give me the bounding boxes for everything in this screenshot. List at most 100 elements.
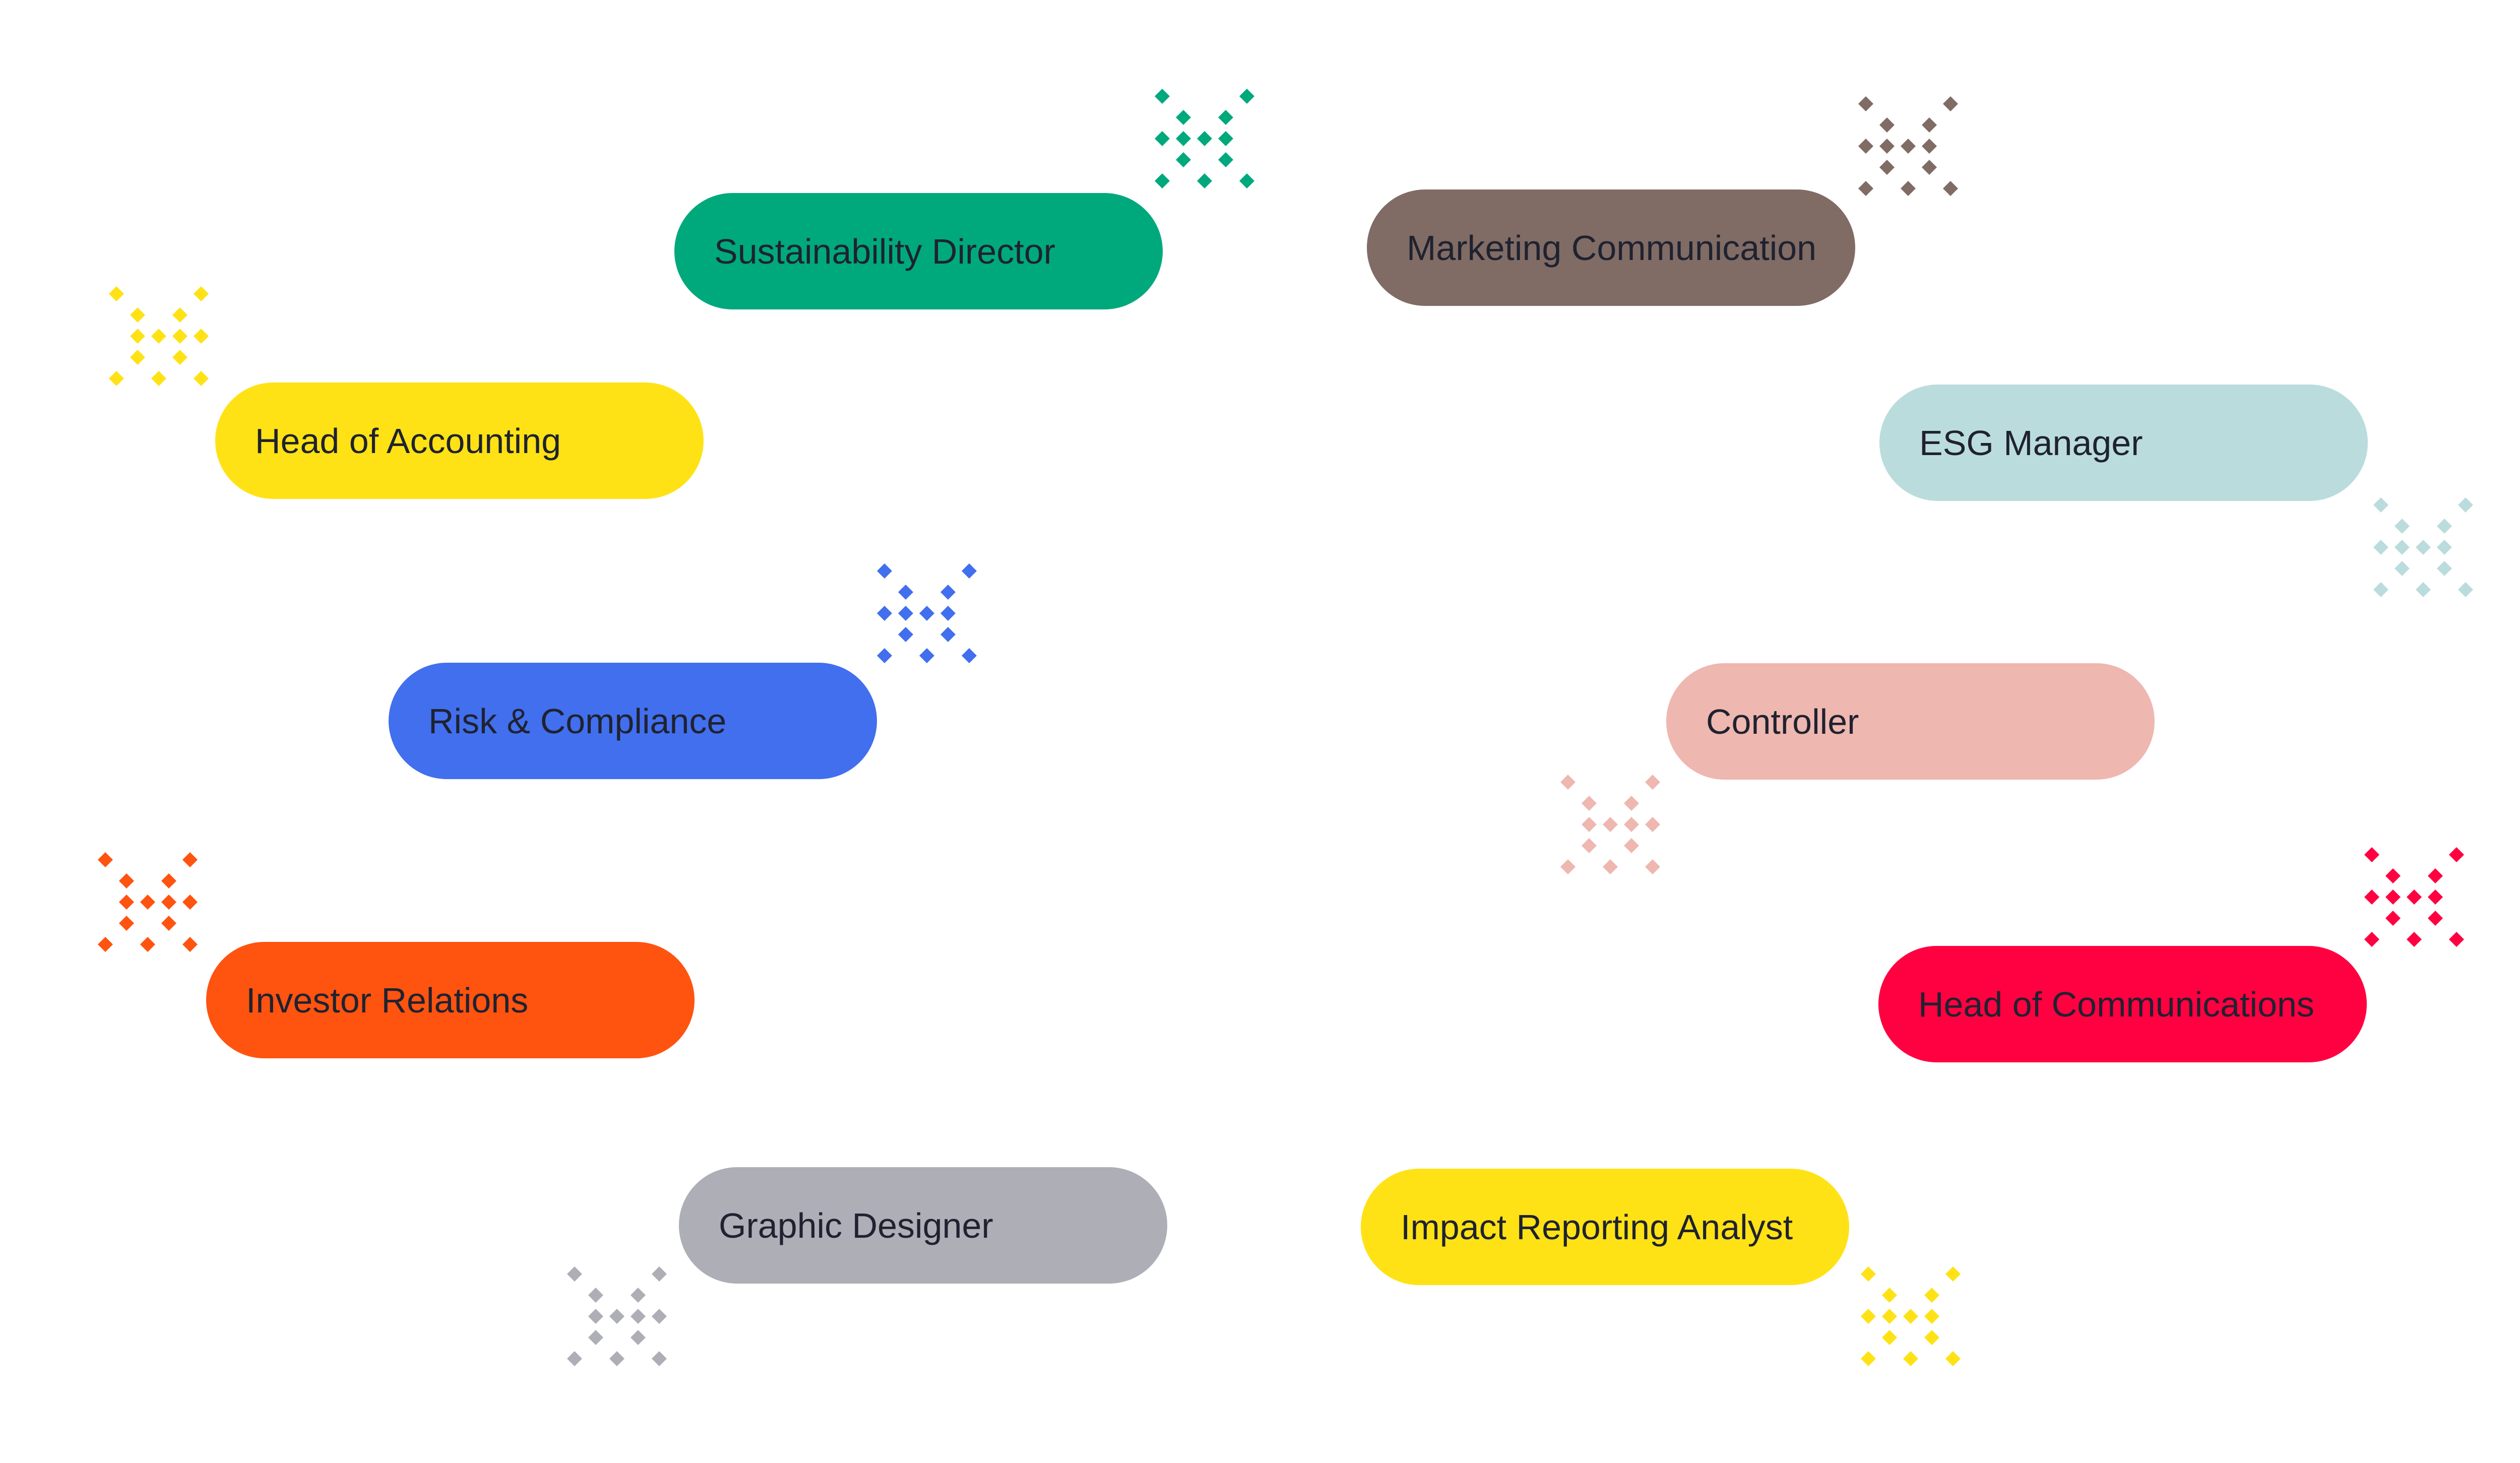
diamond-cell	[1903, 1309, 1918, 1324]
diamond-cell	[567, 1351, 582, 1366]
diamond-cell	[588, 1288, 603, 1303]
diamond-cell	[1858, 181, 1873, 196]
role-pill-sustainability-director: Sustainability Director	[674, 193, 1163, 309]
diamond-cell	[161, 916, 176, 931]
diamond-cell	[2437, 561, 2452, 576]
diamond-cell	[1943, 181, 1958, 196]
diamond-cell	[1645, 817, 1660, 832]
diamond-cell	[140, 895, 155, 910]
diamond-x-icon	[1155, 89, 1254, 188]
diamond-cell	[652, 1266, 667, 1282]
diamond-x-icon	[877, 563, 977, 663]
diamond-cell	[609, 1351, 624, 1366]
diamond-cell	[2385, 868, 2401, 883]
diamond-x-icon	[2373, 497, 2473, 597]
role-label: ESG Manager	[1919, 423, 2143, 463]
diamond-cell	[1155, 131, 1170, 146]
diamond-cell	[119, 895, 134, 910]
diamond-cell	[151, 371, 166, 386]
diamond-cell	[919, 606, 934, 621]
diamond-cell	[1943, 96, 1958, 111]
diamond-cell	[2407, 889, 2422, 905]
diamond-cell	[1603, 817, 1618, 832]
diamond-cell	[2416, 540, 2431, 555]
role-pill-controller: Controller	[1666, 663, 2155, 780]
diamond-cell	[1922, 160, 1937, 175]
role-pill-investor-relations: Investor Relations	[206, 942, 695, 1058]
role-label: Impact Reporting Analyst	[1401, 1207, 1793, 1247]
diamond-cell	[109, 371, 124, 386]
diamond-cell	[2449, 847, 2464, 862]
diamond-cell	[1197, 131, 1212, 146]
diamond-cell	[940, 606, 956, 621]
diamond-cell	[631, 1330, 646, 1345]
diamond-cell	[1903, 1351, 1918, 1366]
diamond-cell	[1945, 1266, 1961, 1282]
diamond-cell	[2373, 582, 2388, 597]
diamond-cell	[609, 1309, 624, 1324]
diamond-cell	[940, 585, 956, 600]
diamond-cell	[1924, 1288, 1939, 1303]
diamond-cell	[588, 1330, 603, 1345]
diamond-cell	[98, 852, 113, 867]
diamond-cell	[1624, 817, 1639, 832]
diamond-cell	[2385, 889, 2401, 905]
diamond-cell	[1582, 817, 1597, 832]
diamond-cell	[182, 895, 198, 910]
diamond-cell	[1645, 775, 1660, 790]
diamond-cell	[1858, 96, 1873, 111]
role-label: Investor Relations	[246, 980, 529, 1020]
diamond-cell	[1155, 89, 1170, 104]
diamond-cell	[1218, 152, 1233, 167]
diamond-cell	[194, 371, 209, 386]
diamond-cell	[1924, 1330, 1939, 1345]
diamond-cell	[2407, 932, 2422, 947]
diamond-x-icon	[1560, 775, 1660, 874]
diamond-cell	[1582, 796, 1597, 811]
role-label: Marketing Communication	[1407, 228, 1817, 268]
diamond-cell	[2364, 847, 2379, 862]
diamond-cell	[1861, 1351, 1876, 1366]
diamond-cell	[2395, 519, 2410, 534]
role-pill-risk-compliance: Risk & Compliance	[389, 663, 877, 779]
diamond-cell	[1176, 152, 1191, 167]
diamond-cell	[161, 873, 176, 888]
diamond-cell	[1176, 131, 1191, 146]
diamond-cell	[119, 916, 134, 931]
diamond-cell	[1879, 160, 1895, 175]
role-label: Head of Communications	[1918, 984, 2314, 1024]
diamond-cell	[2428, 911, 2443, 926]
role-pill-head-of-communications: Head of Communications	[1878, 946, 2367, 1062]
diamond-cell	[172, 350, 187, 365]
diamond-cell	[182, 852, 198, 867]
diamond-cell	[1922, 139, 1937, 154]
diamond-cell	[1924, 1309, 1939, 1324]
diamond-cell	[182, 937, 198, 952]
diamond-cell	[130, 329, 145, 344]
diamond-cell	[898, 606, 913, 621]
diamond-cell	[1879, 117, 1895, 133]
diamond-cell	[962, 563, 977, 579]
diamond-cell	[1861, 1266, 1876, 1282]
diamond-cell	[877, 648, 892, 663]
diamond-cell	[2373, 540, 2388, 555]
diamond-x-icon	[98, 852, 198, 952]
role-pill-graphic-designer: Graphic Designer	[679, 1167, 1167, 1284]
diamond-cell	[1218, 131, 1233, 146]
diamond-x-icon	[2364, 847, 2464, 947]
diamond-cell	[2416, 582, 2431, 597]
diamond-cell	[172, 307, 187, 323]
diamond-cell	[962, 648, 977, 663]
diamond-cell	[2449, 932, 2464, 947]
diamond-cell	[877, 606, 892, 621]
diamond-cell	[1603, 859, 1618, 874]
diamond-x-icon	[1861, 1266, 1961, 1366]
diamond-cell	[2364, 889, 2379, 905]
diamond-cell	[2458, 497, 2473, 513]
diamond-cell	[1582, 838, 1597, 853]
diamond-cell	[2373, 497, 2388, 513]
diamond-cell	[194, 329, 209, 344]
diamond-cell	[2428, 868, 2443, 883]
role-pill-esg-manager: ESG Manager	[1879, 385, 2368, 501]
diamond-cell	[940, 627, 956, 642]
